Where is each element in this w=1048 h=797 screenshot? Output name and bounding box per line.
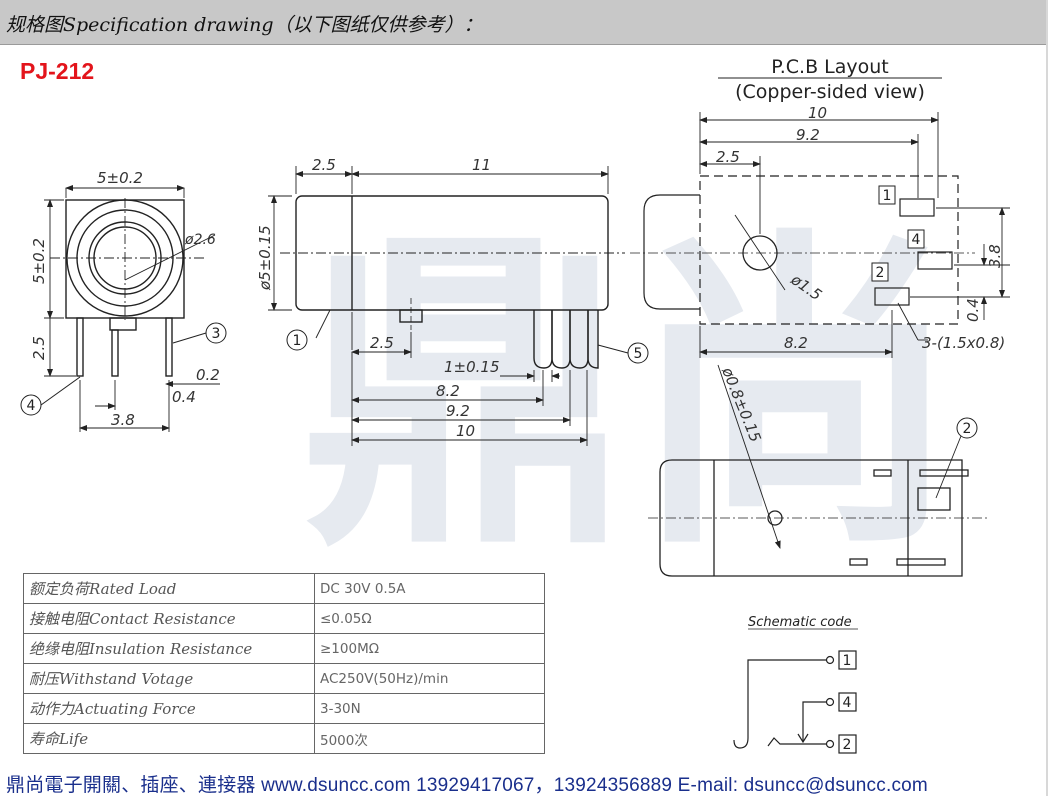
spec-value: AC250V(50Hz)/min: [314, 663, 545, 694]
spec-label: 额定负荷Rated Load: [23, 573, 315, 604]
spec-row: 接触电阻Contact Resistance ≤0.05Ω: [23, 603, 545, 634]
spec-value: ≥100MΩ: [314, 633, 545, 664]
front-view: [44, 185, 220, 432]
schematic-pin-4: 4: [843, 695, 852, 711]
dim-side-8-2: 8.2: [436, 382, 460, 400]
spec-value: 3-30N: [314, 693, 545, 724]
spec-row: 寿命Life 5000次: [23, 723, 545, 754]
bottom-view: [648, 364, 990, 577]
dim-pcb-10: 10: [808, 104, 827, 122]
callout-4-front: 4: [27, 398, 36, 414]
watermark: 鼎尚: [300, 204, 960, 588]
model-number: PJ-212: [20, 58, 95, 84]
spec-value: ≤0.05Ω: [314, 603, 545, 634]
dim-side-pin-w: 1±0.15: [444, 358, 500, 376]
dim-pcb-9-2: 9.2: [796, 126, 820, 144]
header-bar: 规格图Specification drawing（以下图纸仅供参考）：: [0, 0, 1048, 45]
pcb-pad-labels: [871, 185, 925, 282]
technical-drawing: 鼎尚 5±0.2 5±0.2 ø2.6 2.5 0.2 0.4: [20, 56, 1010, 754]
pcb-title: P.C.B Layout: [771, 56, 889, 78]
dim-front-pin-span: 3.8: [111, 411, 135, 429]
dim-pcb-2-5: 2.5: [716, 148, 740, 166]
spec-label: 接触电阻Contact Resistance: [23, 603, 315, 634]
spec-value: DC 30V 0.5A: [314, 573, 545, 604]
dim-side-9-2: 9.2: [446, 402, 470, 420]
front-dim-labels: 5±0.2 5±0.2 ø2.6 2.5 0.2 0.4 3.8: [30, 169, 220, 429]
dim-front-dia: ø2.6: [184, 232, 216, 248]
callout-2-bottom: 2: [963, 421, 972, 437]
pcb-pad-4: 4: [912, 232, 921, 248]
pcb-title-block: P.C.B Layout (Copper-sided view): [735, 56, 925, 103]
dim-front-pin-len: 2.5: [30, 336, 48, 360]
dim-front-pin-off: 0.2: [196, 366, 220, 384]
dim-side-len: 11: [472, 156, 491, 174]
footer-contact: 鼎尚電子開關、插座、連接器 www.dsuncc.com 13929417067…: [6, 775, 928, 796]
side-view: [268, 166, 625, 446]
callout-1-side: 1: [293, 333, 302, 349]
callout-3-front: 3: [212, 326, 221, 342]
pcb-layout: [630, 112, 1010, 358]
spec-label: 动作力Actuating Force: [23, 693, 315, 724]
schematic-pin-2: 2: [843, 737, 852, 753]
dim-side-dia: ø5±0.15: [256, 225, 274, 291]
spec-row: 动作力Actuating Force 3-30N: [23, 693, 545, 724]
dim-side-pin-off: 2.5: [370, 334, 394, 352]
callout-5-side: 5: [634, 346, 643, 362]
pcb-subtitle: (Copper-sided view): [735, 81, 925, 103]
footer-bar: 鼎尚電子開關、插座、連接器 www.dsuncc.com 13929417067…: [0, 763, 1048, 796]
dim-side-offset: 2.5: [312, 156, 336, 174]
side-callouts: [286, 329, 649, 364]
dim-front-height: 5±0.2: [30, 238, 48, 284]
dim-front-width: 5±0.2: [97, 169, 143, 187]
side-dim-labels: 2.5 11 ø5±0.15 2.5 1±0.15 8.2 9.2 10: [256, 156, 500, 440]
dim-pcb-8-2: 8.2: [784, 334, 808, 352]
dim-side-10: 10: [456, 422, 475, 440]
right-edge-divider: [1046, 0, 1048, 796]
pcb-pad-1: 1: [883, 188, 892, 204]
dim-pcb-0-4: 0.4: [964, 298, 982, 322]
dim-pcb-slots: 3-(1.5x0.8): [922, 334, 1005, 352]
spec-row: 额定负荷Rated Load DC 30V 0.5A: [23, 573, 545, 604]
spec-label: 耐压Withstand Votage: [23, 663, 315, 694]
front-callouts: [20, 322, 227, 416]
spec-label: 寿命Life: [23, 723, 315, 754]
schematic-pin-1: 1: [843, 653, 852, 669]
dim-front-pin-gap: 0.4: [172, 388, 196, 406]
spec-table: 额定负荷Rated Load DC 30V 0.5A 接触电阻Contact R…: [23, 573, 545, 754]
spec-value: 5000次: [314, 723, 545, 754]
schematic-diagram: [733, 650, 857, 754]
dim-pcb-3-8: 3.8: [986, 244, 1004, 268]
spec-row: 绝缘电阻Insulation Resistance ≥100MΩ: [23, 633, 545, 664]
header-title: 规格图Specification drawing（以下图纸仅供参考）：: [6, 14, 483, 36]
schematic-title: Schematic code: [748, 615, 852, 630]
spec-row: 耐压Withstand Votage AC250V(50Hz)/min: [23, 663, 545, 694]
pcb-pad-2: 2: [876, 265, 885, 281]
spec-label: 绝缘电阻Insulation Resistance: [23, 633, 315, 664]
